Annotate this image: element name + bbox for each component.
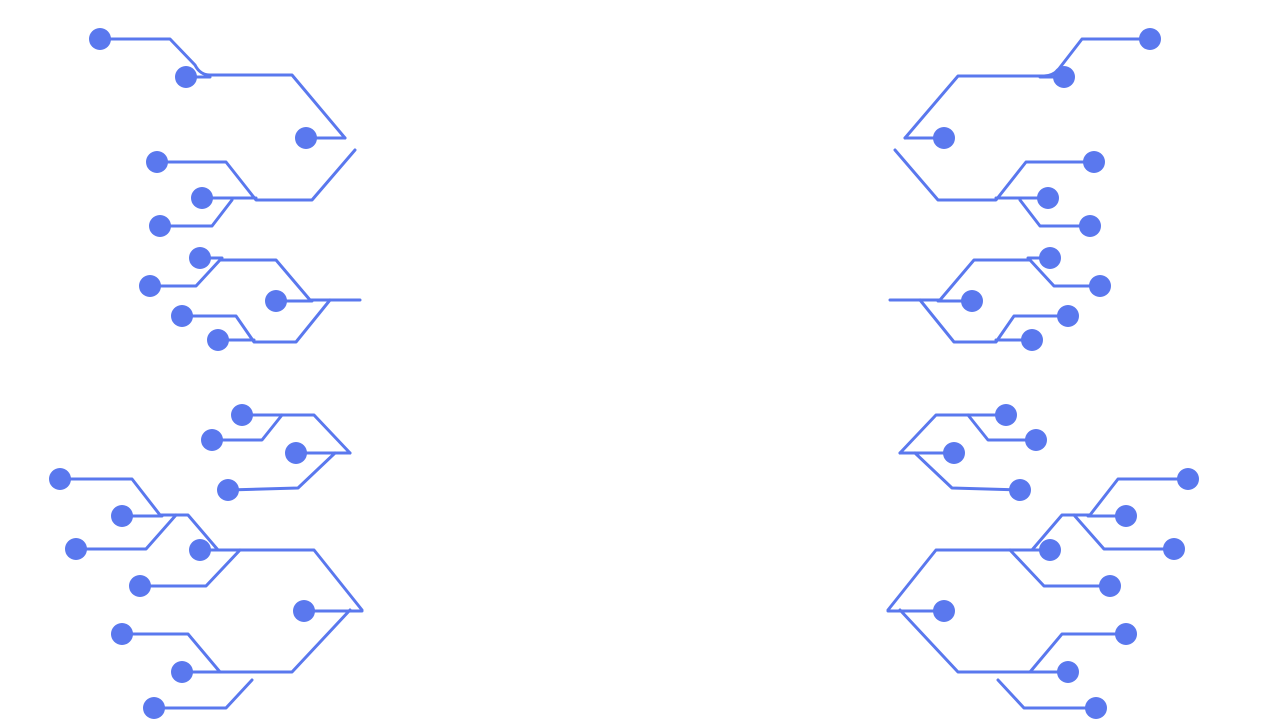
node-dot <box>1115 505 1137 527</box>
node-dot <box>129 575 151 597</box>
trace <box>903 37 1152 140</box>
node-dot <box>1057 661 1079 683</box>
trace <box>210 413 284 442</box>
node-dot <box>189 247 211 269</box>
right-circuit-cluster <box>862 28 1199 719</box>
left-block-a <box>89 28 380 237</box>
node-dot <box>1139 28 1161 50</box>
node-dot <box>933 127 955 149</box>
node-dot <box>1079 215 1101 237</box>
right-block-b <box>862 247 1111 351</box>
trace <box>898 608 1128 674</box>
trace <box>152 678 254 710</box>
node-dot <box>1177 468 1199 490</box>
trace <box>888 258 1102 302</box>
trace <box>893 148 1096 202</box>
node-dot <box>1021 329 1043 351</box>
node-dot <box>265 290 287 312</box>
node-dot <box>217 479 239 501</box>
node-dot <box>995 404 1017 426</box>
node-dot <box>1083 151 1105 173</box>
trace <box>898 413 1008 455</box>
node-dot <box>89 28 111 50</box>
node-dot <box>231 404 253 426</box>
left-block-d <box>49 468 388 719</box>
node-dot <box>943 442 965 464</box>
trace <box>155 148 357 202</box>
right-block-a <box>870 28 1161 237</box>
node-dot <box>1039 247 1061 269</box>
node-dot <box>143 697 165 719</box>
node-dot <box>933 600 955 622</box>
node-dot <box>207 329 229 351</box>
node-dot <box>189 539 211 561</box>
left-block-c <box>201 404 388 501</box>
trace <box>74 513 178 551</box>
node-dot <box>1163 538 1185 560</box>
node-dot <box>171 305 193 327</box>
trace <box>226 451 337 492</box>
node-dot <box>1039 539 1061 561</box>
node-dot <box>65 538 87 560</box>
trace <box>966 413 1038 442</box>
left-circuit-cluster <box>49 28 388 719</box>
trace <box>913 451 1022 492</box>
node-dot <box>111 623 133 645</box>
node-dot <box>139 275 161 297</box>
trace <box>1072 513 1176 551</box>
node-dot <box>175 66 197 88</box>
node-dot <box>293 600 315 622</box>
node-dot <box>1089 275 1111 297</box>
node-dot <box>191 187 213 209</box>
node-dot <box>1115 623 1137 645</box>
node-dot <box>1057 305 1079 327</box>
node-dot <box>111 505 133 527</box>
node-dot <box>1009 479 1031 501</box>
node-dot <box>285 442 307 464</box>
node-dot <box>1085 697 1107 719</box>
trace <box>240 413 352 455</box>
trace <box>1008 548 1112 588</box>
right-block-d <box>862 468 1199 719</box>
trace <box>886 477 1190 612</box>
node-dot <box>1053 66 1075 88</box>
trace <box>58 477 364 612</box>
node-dot <box>295 127 317 149</box>
trace <box>180 298 332 344</box>
trace <box>1018 198 1092 228</box>
trace <box>148 258 362 302</box>
node-dot <box>1099 575 1121 597</box>
node-dot <box>146 151 168 173</box>
node-dot <box>1037 187 1059 209</box>
node-dot <box>201 429 223 451</box>
left-block-b <box>139 247 388 351</box>
node-dot <box>171 661 193 683</box>
node-dot <box>149 215 171 237</box>
trace <box>996 678 1098 710</box>
trace <box>98 37 347 140</box>
trace <box>120 608 352 674</box>
node-dot <box>49 468 71 490</box>
node-dot <box>1025 429 1047 451</box>
right-block-c <box>862 404 1047 501</box>
trace <box>138 548 242 588</box>
trace <box>918 298 1070 344</box>
trace <box>158 198 234 228</box>
node-dot <box>961 290 983 312</box>
